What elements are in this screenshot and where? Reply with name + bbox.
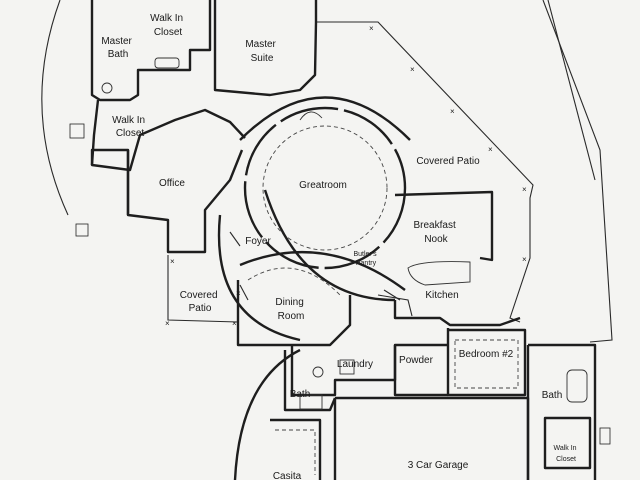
patio-outer-line [542, 0, 613, 343]
marker-3: × [450, 107, 455, 116]
label-foyer: Foyer [245, 236, 271, 247]
label-bedroom-2: Bedroom #2 [459, 349, 514, 360]
marker-2: × [410, 65, 415, 74]
bath-left-wall [283, 350, 337, 412]
laundry-wall [290, 343, 448, 397]
greatroom-arc-upper [239, 96, 411, 141]
kitchen-island [407, 261, 471, 286]
marker-10: × [232, 319, 237, 328]
breakfast-nook-wall [394, 190, 494, 262]
foyer-arc-lower [239, 250, 406, 291]
greatroom-inner-dash [262, 125, 388, 251]
sink-master [154, 57, 180, 69]
marker-9: × [165, 319, 170, 328]
label-laundry: Laundry [337, 359, 373, 370]
patio-inner-line [547, 0, 596, 181]
label-master-bath: Master Bath [101, 36, 134, 60]
greatroom-outer-wall [243, 106, 407, 270]
toilet-bath-left [312, 366, 324, 378]
fireplace-arc [299, 111, 323, 121]
master-bath-wall [90, 0, 212, 102]
marker-1: × [369, 24, 374, 33]
appliance-laundry [339, 359, 355, 375]
greatroom-arc-lower [263, 189, 396, 302]
label-powder: Powder [399, 355, 434, 366]
label-bath-right: Bath [542, 390, 563, 401]
office-wall [90, 148, 244, 254]
marker-8: × [236, 289, 241, 298]
kitchen-wall [393, 300, 521, 327]
marker-6: × [522, 255, 527, 264]
label-master-suite: Master Suite [245, 39, 278, 64]
label-garage: 3 Car Garage [408, 460, 469, 471]
door-swing-1 [229, 231, 241, 247]
label-kitchen: Kitchen [425, 290, 458, 301]
bedroom-2-wall [446, 328, 527, 397]
marker-7: × [170, 257, 175, 266]
door-box-office [69, 123, 85, 139]
label-walk-in-closet-right: Walk In Closet [553, 445, 578, 463]
covered-patio-left [167, 255, 239, 323]
closet-right-wall [543, 416, 592, 470]
label-casita: Casita [273, 471, 302, 480]
outer-arc-left [41, 0, 69, 216]
casita-dash [275, 429, 316, 475]
label-walk-in-closet-mid: Walk In Closet [112, 115, 148, 139]
label-covered-patio-left: Covered Patio [180, 290, 221, 314]
master-closet-wall [90, 99, 246, 172]
master-suite-wall [213, 0, 318, 97]
entry-arc-left [217, 214, 301, 342]
dining-room-wall [236, 280, 352, 347]
label-covered-patio-right: Covered Patio [416, 156, 480, 167]
bath-right-wall [526, 343, 597, 480]
powder-wall [393, 345, 448, 397]
casita-wall [233, 348, 301, 480]
toilet-master [101, 82, 113, 94]
kitchen-counter [377, 294, 413, 317]
casita-inner [270, 418, 322, 480]
label-breakfast-nook: Breakfast Nook [413, 220, 458, 245]
tub-right [566, 369, 588, 403]
label-office: Office [159, 178, 185, 189]
shower-bath-left [299, 394, 323, 410]
marker-5: × [522, 185, 527, 194]
patio-boundary-right [316, 21, 534, 323]
arc-end-post [75, 223, 89, 237]
label-butlers-pantry: Butler's Pantry [353, 251, 378, 267]
label-greatroom: Greatroom [299, 180, 347, 191]
corner-post-right [599, 427, 611, 445]
label-dining-room: Dining Room [275, 297, 306, 322]
door-swing-2 [383, 289, 401, 301]
door-swing-3 [239, 284, 249, 301]
label-walk-in-closet-top: Walk In Closet [150, 13, 186, 38]
marker-4: × [488, 145, 493, 154]
bedroom-2-dash [454, 339, 519, 389]
label-bath-left: Bath [290, 389, 311, 400]
